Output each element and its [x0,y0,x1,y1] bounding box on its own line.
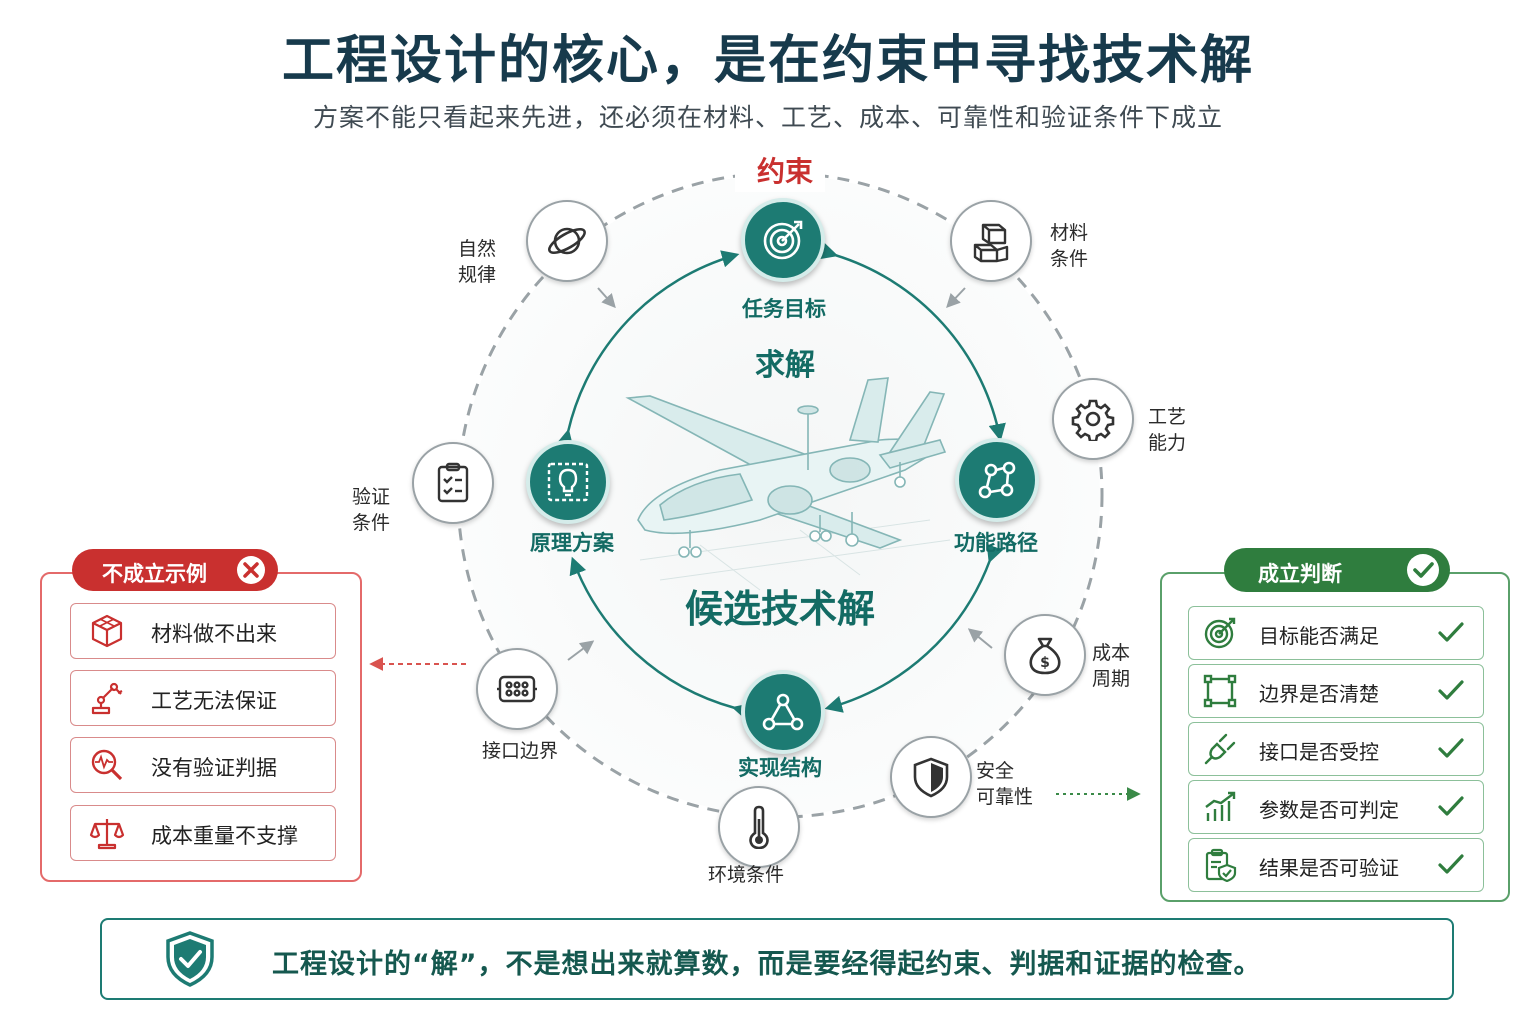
failure-item-label: 成本重量不支撑 [151,824,298,848]
constraint-arrow-natural-law [597,287,616,309]
connector-icon [497,675,537,703]
planet-icon [548,227,586,255]
failure-item-label: 材料做不出来 [151,622,277,646]
cube-icon [91,614,123,648]
candidate-solution-label: 候选技术解 [684,587,875,631]
conclusion-text: 工程设计的“解”，不是想出来就算数，而是要经得起约束、判据和证据的检查。 [272,949,1262,980]
structure-node [741,670,825,754]
mission-node [741,198,825,282]
cycle-arrow-mission-to-function [819,242,1006,442]
aircraft-illustration [625,377,951,591]
boundary-frame-icon [1203,674,1237,708]
interface-icon-circle [476,648,558,730]
clipboard-shield-icon [1205,848,1237,882]
scale-icon [89,819,125,850]
environment-icon-circle [718,786,800,868]
principle-node [526,440,610,524]
safety-icon-circle [890,736,972,818]
solve-label: 求解 [755,348,815,383]
failure-examples-header: 不成立示例 [72,549,278,591]
checkmark-icon [1438,738,1464,758]
failure-examples-title: 不成立示例 [102,562,207,586]
checkmark-icon [1438,854,1464,874]
constraint-ring-label: 约束 [756,155,813,188]
verification-icon-circle [412,442,494,524]
natural-law-label: 自然 规律 [458,238,497,286]
failure-item: 工艺无法保证 [70,670,336,726]
shield-icon [913,757,949,798]
material-icon-circle [950,200,1032,282]
failure-item-label: 工艺无法保证 [151,689,277,713]
environment-label: 环境条件 [708,864,785,886]
process-icon-circle [1052,378,1134,460]
check-circle-icon [1407,554,1439,586]
robot-arm-icon [91,682,123,715]
cost-label: 成本 周期 [1092,642,1131,690]
ring-label-gap [735,152,825,192]
check-item-label: 边界是否清楚 [1259,682,1379,706]
failure-item: 材料做不出来 [70,603,336,659]
target-icon [1204,617,1236,649]
cycle-arrow-structure-to-principle [569,556,751,721]
validity-check-header: 成立判断 [1224,548,1450,592]
money-bag-icon: $ [1029,637,1061,675]
gear-icon [1071,399,1115,441]
failure-item: 没有验证判据 [70,737,336,793]
checklist-icon [437,462,469,503]
validity-check-title: 成立判断 [1258,562,1342,586]
check-item: 结果是否可验证 [1188,838,1484,892]
cycle-arrow-principle-to-mission [556,250,740,448]
triangle-nodes-icon [762,693,804,731]
checkmark-icon [1438,622,1464,642]
checkmark-icon [1438,796,1464,816]
check-item: 接口是否受控 [1188,722,1484,776]
cycle-arrow-function-to-structure [824,543,1004,713]
constraint-arrow-material [946,287,966,309]
check-item-label: 目标能否满足 [1259,624,1379,648]
function-label: 功能路径 [954,531,1038,555]
check-item: 目标能否满足 [1188,606,1484,660]
interface-label: 接口边界 [482,740,559,762]
check-item: 参数是否可判定 [1188,780,1484,834]
svg-text:$: $ [1040,655,1050,671]
x-circle-icon [237,556,265,584]
check-item-label: 接口是否受控 [1259,740,1379,764]
safety-label: 安全 可靠性 [976,760,1034,808]
conclusion-bar: 工程设计的“解”，不是想出来就算数，而是要经得起约束、判据和证据的检查。 [100,918,1454,1000]
magnifier-pulse-icon [91,749,123,781]
check-item-label: 参数是否可判定 [1259,798,1399,822]
page-title: 工程设计的核心，是在约束中寻找技术解 [281,31,1254,91]
principle-label: 原理方案 [530,531,614,555]
material-label: 材料 条件 [1050,222,1089,270]
natural-law-icon-circle [526,200,608,282]
check-item: 边界是否清楚 [1188,664,1484,718]
thermometer-icon [749,805,769,849]
process-label: 工艺 能力 [1148,406,1187,454]
path-nodes-icon [978,461,1016,499]
failure-item-label: 没有验证判据 [151,756,277,780]
cubes-icon [973,223,1009,263]
constraint-arrow-interface [567,640,595,661]
shield-check-icon [166,931,214,987]
page-subtitle: 方案不能只看起来先进，还必须在材料、工艺、成本、可靠性和验证条件下成立 [312,103,1223,132]
structure-label: 实现结构 [738,756,822,780]
mission-label: 任务目标 [742,297,826,321]
verification-label: 验证 条件 [352,486,391,534]
function-node [955,438,1039,522]
target-icon [763,220,803,260]
lightbulb-icon [547,462,589,502]
constraint-arrow-cost [967,628,993,649]
bar-chart-icon [1205,791,1236,821]
checkmark-icon [1438,680,1464,700]
failure-item: 成本重量不支撑 [70,805,336,861]
cost-icon-circle: $ [1004,614,1086,696]
plug-icon [1204,733,1236,765]
check-item-label: 结果是否可验证 [1259,856,1399,880]
